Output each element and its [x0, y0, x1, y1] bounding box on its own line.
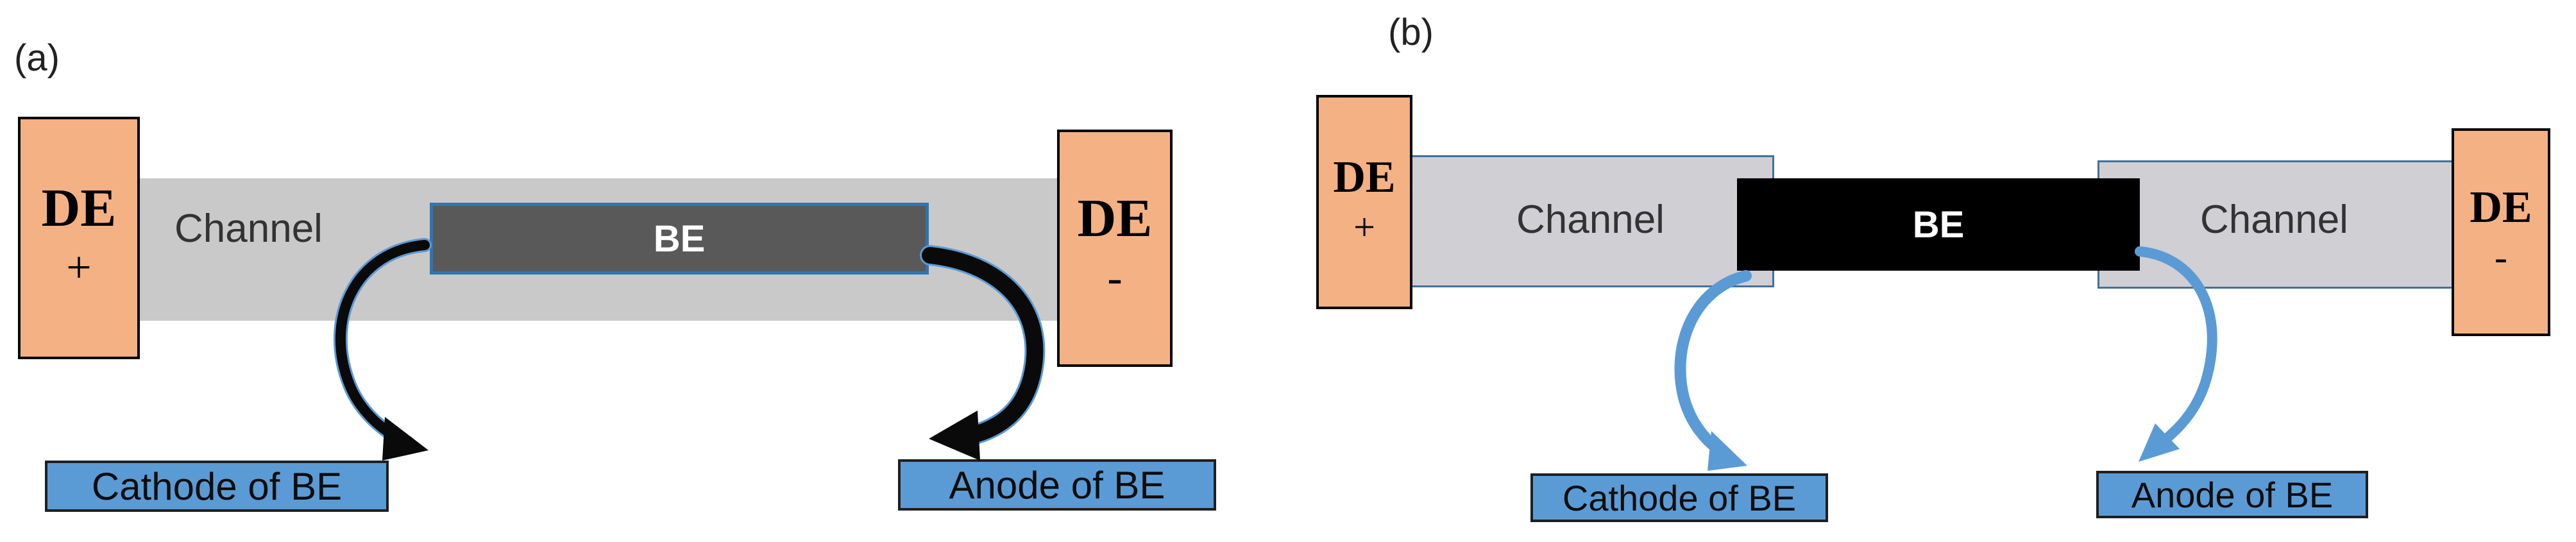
panel-b-driving-electrode-positive: DE + — [1316, 95, 1412, 309]
electrode-polarity: - — [2495, 235, 2507, 278]
panel-b-anode-tag: Anode of BE — [2096, 471, 2368, 518]
panel-a-anode-tag: Anode of BE — [898, 459, 1216, 511]
panel-a-channel-label: Channel — [174, 207, 323, 251]
panel-b-channel-right-label: Channel — [2200, 198, 2348, 242]
electrode-polarity: - — [1107, 253, 1123, 303]
panel-b-cathode-tag: Cathode of BE — [1530, 473, 1828, 522]
panel-b-cathode-arrow — [1674, 270, 1752, 471]
panel-a-driving-electrode-negative: DE - — [1057, 130, 1173, 367]
panel-b-label: (b) — [1388, 12, 1434, 53]
electrode-polarity: + — [1353, 205, 1375, 248]
electrode-name: DE — [1333, 152, 1396, 202]
panel-a-cathode-tag: Cathode of BE — [45, 461, 389, 512]
electrode-name: DE — [1077, 189, 1153, 249]
panel-a-cathode-arrow — [334, 238, 432, 461]
panel-b-channel-left — [1409, 155, 1774, 287]
panel-a-anode-arrow — [920, 245, 1046, 461]
panel-b-channel-right — [2097, 160, 2457, 289]
panel-b-driving-electrode-negative: DE - — [2452, 128, 2550, 336]
panel-a-label: (a) — [14, 37, 60, 79]
panel-b-channel-left-label: Channel — [1516, 198, 1665, 242]
electrode-name: DE — [41, 178, 117, 239]
electrode-polarity: + — [66, 242, 92, 292]
panel-b-anode-arrow — [2135, 246, 2217, 462]
panel-a-driving-electrode-positive: DE + — [18, 117, 140, 359]
panel-a-bipolar-electrode: BE — [430, 203, 929, 275]
panel-b-bipolar-electrode: BE — [1737, 178, 2140, 271]
electrode-name: DE — [2470, 182, 2532, 232]
